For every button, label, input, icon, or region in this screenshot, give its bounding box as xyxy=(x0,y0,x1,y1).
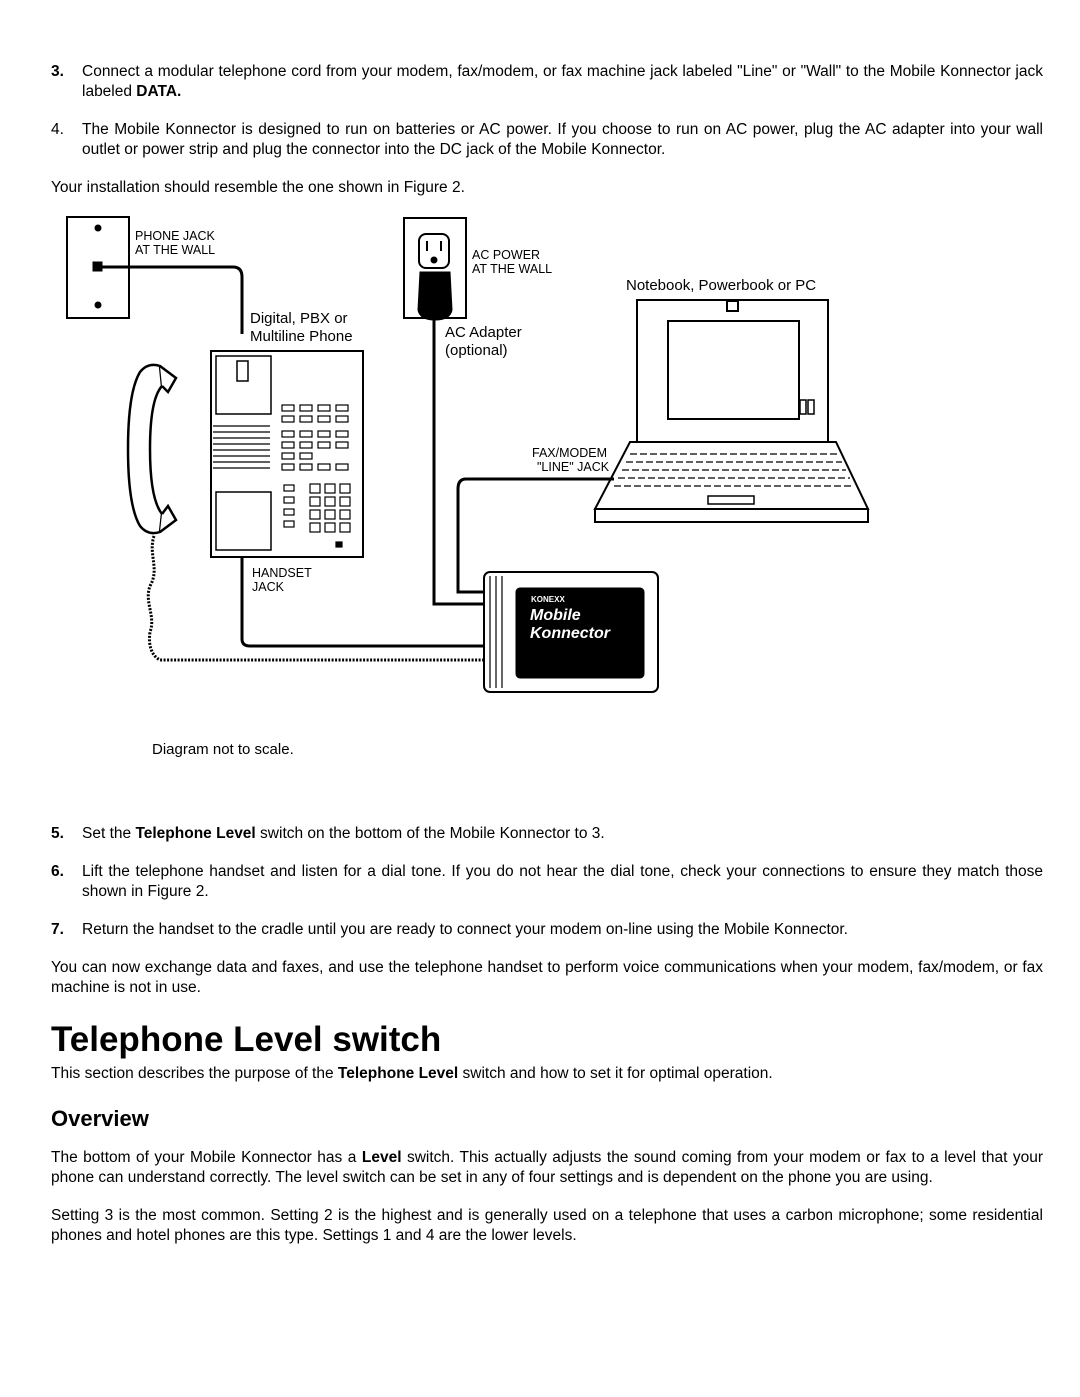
handset-jack-cord xyxy=(240,557,486,648)
step-number: 5. xyxy=(51,825,64,842)
step-text: The Mobile Konnector is designed to run … xyxy=(82,121,1043,158)
label-ac-power-2: AT THE WALL xyxy=(472,262,552,276)
step-5: 5. Set the Telephone Level switch on the… xyxy=(51,824,1043,844)
step-number: 4. xyxy=(51,121,64,138)
konnector-label-1: Mobile xyxy=(530,607,581,624)
step-text-pre: Set the xyxy=(82,825,136,842)
step-3: 3. Connect a modular telephone cord from… xyxy=(51,62,1043,102)
step-6: 6. Lift the telephone handset and listen… xyxy=(51,862,1043,902)
konnector-brand: KONEXX xyxy=(531,595,565,604)
label-phone-jack-2: AT THE WALL xyxy=(135,243,215,257)
label-faxmodem-1: FAX/MODEM xyxy=(532,446,607,460)
label-phone-jack-1: PHONE JACK xyxy=(135,229,216,243)
section-title: Telephone Level switch xyxy=(51,1020,442,1059)
label-handset-1: HANDSET xyxy=(252,566,312,580)
step-text: Set the Telephone Level switch on the bo… xyxy=(82,824,1043,844)
step-text: Return the handset to the cradle until y… xyxy=(82,921,848,938)
handset xyxy=(126,363,178,535)
figure-intro: Your installation should resemble the on… xyxy=(51,179,465,196)
notebook-computer xyxy=(593,299,870,523)
step-text-bold: Telephone Level xyxy=(135,825,256,842)
overview-p1-post: switch. This actually adjusts the sound … xyxy=(51,1149,1043,1186)
handset-coil-cord xyxy=(146,535,486,662)
ac-adapter xyxy=(417,271,486,606)
step-number: 3. xyxy=(51,63,64,80)
konnector-label-2: Konnector xyxy=(530,625,611,642)
label-handset-2: JACK xyxy=(252,580,285,594)
overview-title: Overview xyxy=(51,1106,149,1131)
modem-line-cord xyxy=(456,477,614,594)
section-intro: This section describes the purpose of th… xyxy=(51,1064,1043,1084)
installation-diagram: PHONE JACK AT THE WALL AC POWER AT THE W… xyxy=(66,216,870,758)
section-intro-post: switch and how to set it for optimal ope… xyxy=(458,1065,773,1082)
step-7: 7. Return the handset to the cradle unti… xyxy=(51,920,1043,940)
document-page: 3. Connect a modular telephone cord from… xyxy=(51,62,1043,1264)
step-text: Connect a modular telephone cord from yo… xyxy=(82,62,1043,102)
mobile-konnector xyxy=(483,571,659,693)
overview-paragraph-1: The bottom of your Mobile Konnector has … xyxy=(51,1148,1043,1188)
exchange-paragraph: You can now exchange data and faxes, and… xyxy=(51,959,1043,996)
figure-2-diagram: PHONE JACK AT THE WALL AC POWER AT THE W… xyxy=(51,216,1043,806)
section-intro-bold: Telephone Level xyxy=(337,1065,459,1082)
multiline-phone xyxy=(210,350,364,558)
step-text-pre: Connect a modular telephone cord from yo… xyxy=(82,63,1043,100)
overview-p1-bold: Level xyxy=(361,1149,402,1166)
label-notebook: Notebook, Powerbook or PC xyxy=(626,277,816,294)
label-digital-1: Digital, PBX or xyxy=(250,310,348,327)
step-text-bold: DATA. xyxy=(136,83,182,100)
step-number: 7. xyxy=(51,921,64,938)
wall-line-cord xyxy=(102,265,244,334)
label-ac-power-1: AC POWER xyxy=(472,248,540,262)
label-digital-2: Multiline Phone xyxy=(250,328,353,345)
overview-p1-pre: The bottom of your Mobile Konnector has … xyxy=(51,1149,362,1166)
step-4: 4. The Mobile Konnector is designed to r… xyxy=(51,120,1043,160)
label-adapter-2: (optional) xyxy=(445,342,508,359)
label-not-to-scale: Diagram not to scale. xyxy=(152,741,294,758)
step-text: Lift the telephone handset and listen fo… xyxy=(82,863,1043,900)
step-number: 6. xyxy=(51,863,64,880)
label-faxmodem-2: "LINE" JACK xyxy=(537,460,610,474)
step-text-post: switch on the bottom of the Mobile Konne… xyxy=(255,825,605,842)
label-adapter-1: AC Adapter xyxy=(445,324,522,341)
overview-paragraph-2: Setting 3 is the most common. Setting 2 … xyxy=(51,1207,1043,1244)
section-intro-pre: This section describes the purpose of th… xyxy=(51,1065,338,1082)
